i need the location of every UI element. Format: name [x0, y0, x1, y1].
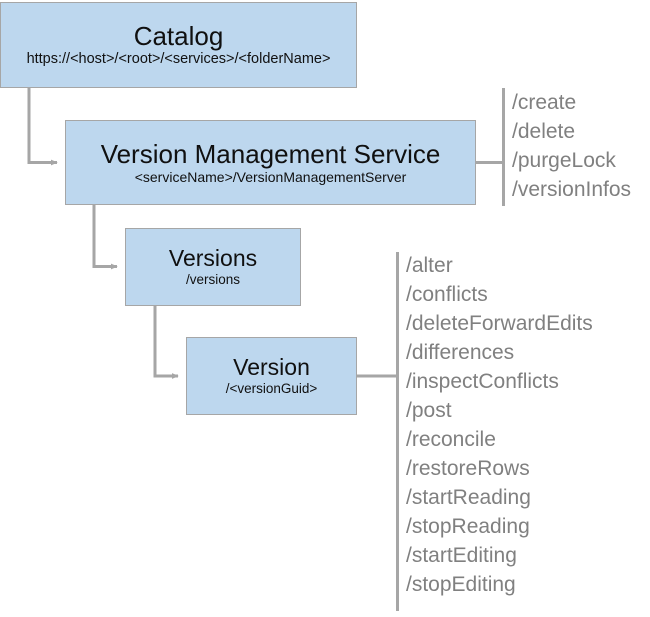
connector-version-to-operations	[357, 252, 399, 611]
node-version-management-service: Version Management Service <serviceName>…	[65, 120, 476, 205]
operation-item: /purgeLock	[512, 149, 616, 173]
node-catalog-subtitle: https://<host>/<root>/<services>/<folder…	[26, 51, 331, 68]
node-catalog: Catalog https://<host>/<root>/<services>…	[0, 2, 357, 88]
operation-item: /startReading	[406, 486, 531, 510]
operation-item: /post	[406, 399, 452, 423]
connector-catalog-to-vms	[27, 88, 58, 166]
operation-list-version: /alter /conflicts /deleteForwardEdits /d…	[406, 251, 593, 599]
operation-item: /restoreRows	[406, 457, 530, 481]
operation-item: /deleteForwardEdits	[406, 312, 593, 336]
operation-item: /stopEditing	[406, 573, 516, 597]
node-versions-subtitle: /versions	[185, 271, 241, 287]
connector-vms-to-versions	[92, 205, 118, 270]
node-catalog-title: Catalog	[133, 20, 224, 51]
node-versions-title: Versions	[168, 245, 258, 272]
connector-vms-to-operations	[476, 88, 505, 206]
node-version-title: Version	[233, 354, 310, 381]
node-versions: Versions /versions	[125, 228, 301, 306]
operation-list-version-management-service: /create /delete /purgeLock /versionInfos	[512, 88, 631, 204]
node-version-management-service-subtitle: <serviceName>/VersionManagementServer	[134, 168, 407, 185]
operation-item: /reconcile	[406, 428, 496, 452]
node-version: Version /<versionGuid>	[186, 337, 357, 415]
node-version-management-service-title: Version Management Service	[100, 138, 441, 169]
operation-item: /stopReading	[406, 515, 530, 539]
node-version-subtitle: /<versionGuid>	[225, 380, 318, 396]
operation-item: /create	[512, 91, 577, 114]
operation-item: /differences	[406, 341, 515, 365]
operation-item: /conflicts	[406, 283, 488, 307]
operation-item: /startEditing	[406, 544, 517, 568]
operation-item: /alter	[406, 254, 453, 277]
operation-item: /versionInfos	[512, 178, 632, 202]
operation-item: /inspectConflicts	[406, 370, 559, 394]
operation-item: /delete	[512, 120, 576, 144]
connector-versions-to-version	[153, 306, 179, 379]
